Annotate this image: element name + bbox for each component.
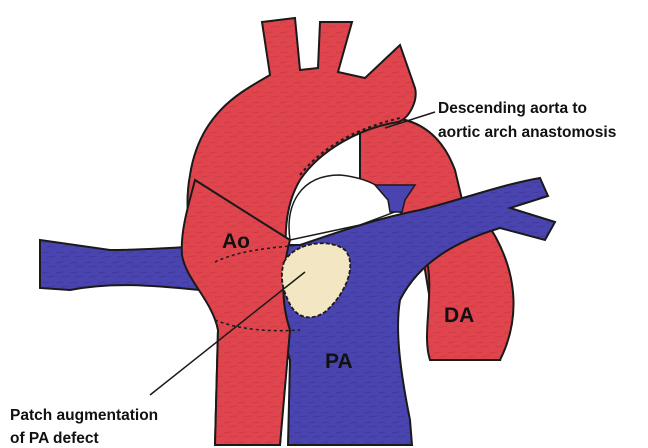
pa-label: PA: [325, 350, 353, 373]
descending-annotation-line2: aortic arch anastomosis: [438, 124, 616, 141]
descending-annotation-line1: Descending aorta to: [438, 100, 587, 117]
patch-annotation-line1: Patch augmentation: [10, 407, 158, 424]
patch-annotation-line2: of PA defect: [10, 430, 99, 447]
da-label: DA: [444, 304, 474, 327]
ao-label: Ao: [222, 230, 250, 253]
